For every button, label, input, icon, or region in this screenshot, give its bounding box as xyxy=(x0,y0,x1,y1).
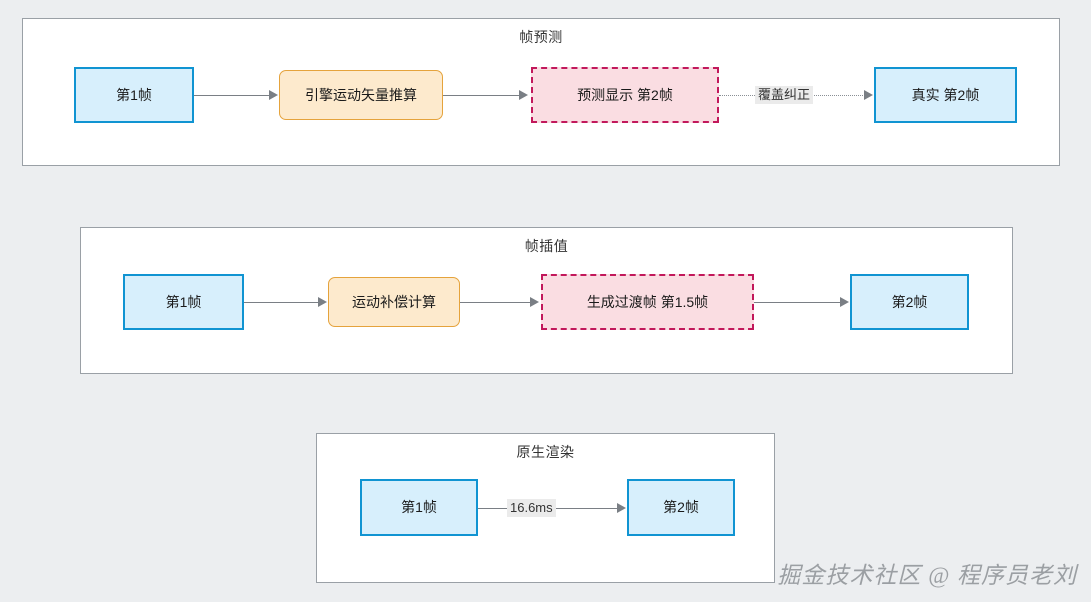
node-label: 第2帧 xyxy=(891,293,928,310)
arrowhead-icon xyxy=(519,90,528,100)
group-native-render: 原生渲染 第1帧 16.6ms 第2帧 xyxy=(316,433,775,583)
group-title-frame-prediction: 帧预测 xyxy=(519,29,563,45)
group-title-native-render: 原生渲染 xyxy=(516,444,575,460)
edge-label-overwrite-correction: 覆盖纠正 xyxy=(755,86,814,104)
node-label: 预测显示 第2帧 xyxy=(577,86,673,103)
node-fi-interpolated[interactable]: 生成过渡帧 第1.5帧 xyxy=(541,274,754,330)
arrowhead-icon xyxy=(617,503,626,513)
group-title-frame-interpolation: 帧插值 xyxy=(524,238,569,254)
edge-label-frame-time: 16.6ms xyxy=(507,499,556,517)
edge-fi-interpolated-to-frame2 xyxy=(754,302,847,303)
group-frame-interpolation: 帧插值 第1帧 运动补偿计算 生成过渡帧 第1.5帧 第2帧 xyxy=(80,227,1013,374)
node-fp-motion-vector[interactable]: 引擎运动矢量推算 xyxy=(279,70,443,120)
node-label: 生成过渡帧 第1.5帧 xyxy=(586,293,709,310)
node-label: 运动补偿计算 xyxy=(352,293,436,310)
node-nr-frame2[interactable]: 第2帧 xyxy=(627,479,735,536)
node-label: 第1帧 xyxy=(116,86,152,103)
node-label: 真实 第2帧 xyxy=(911,86,980,103)
arrowhead-icon xyxy=(864,90,873,100)
node-fp-predicted-frame2[interactable]: 预测显示 第2帧 xyxy=(531,67,719,123)
edge-fi-frame1-to-motion-compensation xyxy=(244,302,325,303)
node-label: 第1帧 xyxy=(165,293,202,310)
arrowhead-icon xyxy=(840,297,849,307)
node-fi-frame1[interactable]: 第1帧 xyxy=(123,274,244,330)
edge-fp-motion-vector-to-predicted xyxy=(443,95,526,96)
arrowhead-icon xyxy=(269,90,278,100)
arrowhead-icon xyxy=(530,297,539,307)
group-frame-prediction: 帧预测 第1帧 引擎运动矢量推算 预测显示 第2帧 覆盖纠正 真实 第2帧 xyxy=(22,18,1060,166)
node-label: 引擎运动矢量推算 xyxy=(305,86,417,103)
watermark-text: 掘金技术社区 @ 程序员老刘 xyxy=(777,563,1077,588)
node-nr-frame1[interactable]: 第1帧 xyxy=(360,479,478,536)
node-fi-frame2[interactable]: 第2帧 xyxy=(850,274,969,330)
edge-fp-frame1-to-motion-vector xyxy=(194,95,276,96)
arrowhead-icon xyxy=(318,297,327,307)
node-label: 第2帧 xyxy=(663,499,699,516)
node-fp-frame1[interactable]: 第1帧 xyxy=(74,67,194,123)
edge-fi-motion-compensation-to-interpolated xyxy=(460,302,537,303)
node-label: 第1帧 xyxy=(401,499,437,516)
node-fp-real-frame2[interactable]: 真实 第2帧 xyxy=(874,67,1017,123)
node-fi-motion-compensation[interactable]: 运动补偿计算 xyxy=(328,277,460,327)
